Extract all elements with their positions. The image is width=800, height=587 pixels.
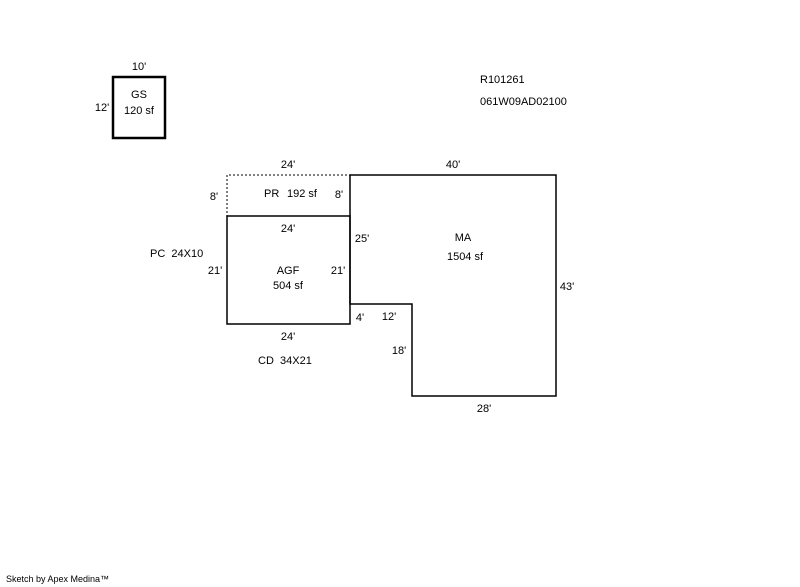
pr-top-label: 24' [281, 159, 295, 171]
ma-area-label: 1504 sf [447, 251, 484, 263]
gs-name-label: GS [131, 89, 147, 101]
ma-notch-step-label: 4' [356, 312, 364, 324]
gs-width-label: 10' [132, 61, 146, 73]
pr-right-label: 8' [335, 189, 343, 201]
gs-outline [111, 75, 167, 140]
ma-notch-side-label: 18' [392, 345, 406, 357]
agf-area-label: 504 sf [273, 280, 304, 292]
parcel-id: R101261 [480, 74, 525, 86]
ma-left-upper-label: 25' [355, 233, 369, 245]
agf-top-label: 24' [281, 223, 295, 235]
agf-bottom-label: 24' [281, 331, 295, 343]
footer-credit: Sketch by Apex Medina™ [6, 574, 110, 584]
gs-area-label: 120 sf [124, 105, 155, 117]
pr-left-label: 8' [210, 191, 218, 203]
pc-note: PC 24X10 [150, 248, 203, 260]
parcel-number: 061W09AD02100 [480, 96, 567, 108]
ma-top-label: 40' [446, 159, 460, 171]
ma-notch-top-label: 12' [382, 311, 396, 323]
agf-name-label: AGF [277, 265, 300, 277]
gs-depth-label: 12' [95, 102, 109, 114]
ma-right-label: 43' [560, 281, 574, 293]
agf-right-label: 21' [331, 265, 345, 277]
cd-note: CD 34X21 [258, 355, 312, 367]
pr-name-label: PR [264, 188, 279, 200]
ma-name-label: MA [455, 232, 472, 244]
ma-bottom-label: 28' [477, 403, 491, 415]
pr-area-label: 192 sf [287, 188, 318, 200]
ma-outline [349, 174, 557, 397]
agf-left-label: 21' [208, 265, 222, 277]
